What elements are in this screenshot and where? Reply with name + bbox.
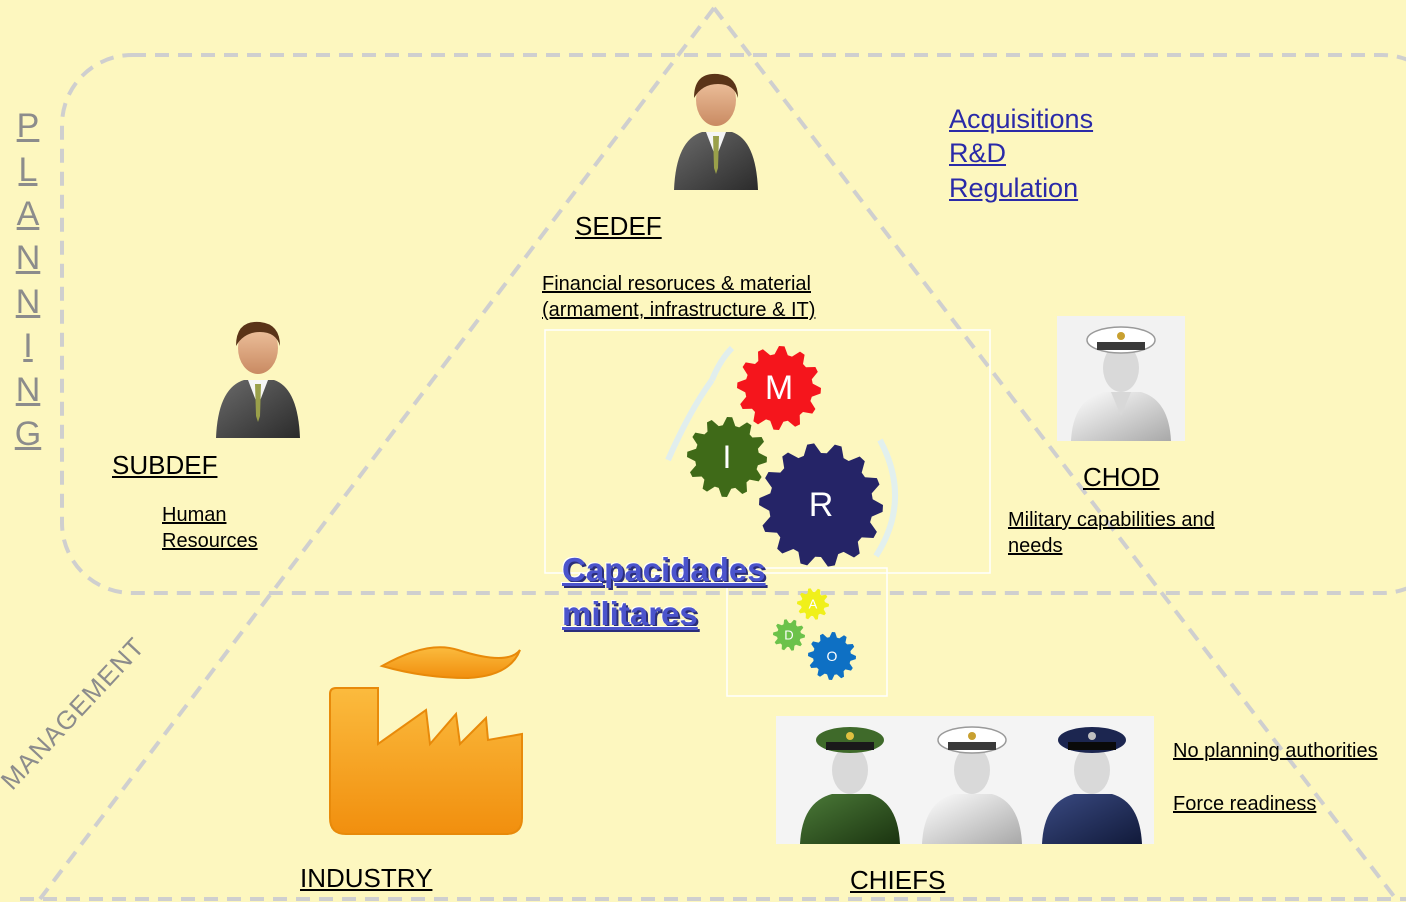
- chod-desc-line1[interactable]: Military capabilities and: [1008, 509, 1215, 531]
- function-acquisitions[interactable]: Acquisitions: [949, 104, 1094, 134]
- sedef-desc-line2[interactable]: (armament, infrastructure & IT): [542, 299, 816, 321]
- gear-a-label: A: [809, 597, 818, 612]
- gear-m: M: [737, 346, 821, 430]
- capabilities-line1: Capacidades: [562, 551, 766, 588]
- gear-panel-large: [544, 329, 991, 574]
- planning-vertical-label: P L A N N I N G: [12, 104, 44, 456]
- gear-cluster: MI R A D O: [687, 346, 883, 680]
- gear-d-label: D: [784, 628, 793, 643]
- cycle-arrows: [665, 345, 898, 558]
- subdef-title[interactable]: SUBDEF: [112, 450, 218, 480]
- gear-panel-small: [726, 567, 888, 697]
- triangle-left-side: [38, 6, 716, 901]
- chiefs-note-planning[interactable]: No planning authorities: [1173, 740, 1378, 762]
- planning-letter: P: [16, 107, 40, 145]
- air-chief-icon: [922, 726, 1022, 844]
- function-rnd[interactable]: R&D: [949, 138, 1007, 168]
- chiefs-group-icon: [776, 716, 1154, 844]
- chod-officer-icon: [1057, 316, 1185, 441]
- function-regulation[interactable]: Regulation: [949, 173, 1079, 203]
- gear-o-shape: [808, 632, 856, 680]
- gear-d-shape: [773, 619, 805, 651]
- gear-m-shape: [737, 346, 821, 430]
- army-chief-icon: [800, 727, 900, 844]
- planning-letter: A: [16, 195, 40, 233]
- sedef-title[interactable]: SEDEF: [575, 211, 662, 241]
- gear-i-label: I: [723, 439, 732, 475]
- planning-boundary: [60, 53, 1406, 595]
- chod-title[interactable]: CHOD: [1083, 462, 1160, 492]
- gear-o-label: O: [827, 648, 838, 664]
- planning-letter: G: [14, 415, 42, 453]
- chod-desc-line2[interactable]: needs: [1008, 535, 1063, 557]
- gear-d: D: [773, 619, 805, 651]
- planning-letter: N: [15, 371, 41, 409]
- gear-o: O: [808, 632, 856, 680]
- triangle-right-side: [712, 6, 1398, 901]
- planning-letter: I: [23, 327, 33, 365]
- gear-r-label: R: [809, 486, 834, 524]
- gear-i-shape: [687, 417, 767, 497]
- navy-chief-icon: [1042, 727, 1142, 844]
- military-capabilities-title[interactable]: Capacidades militares: [562, 548, 766, 636]
- sedef-desc-line1[interactable]: Financial resoruces & material: [542, 273, 811, 295]
- sedef-person-icon: [674, 73, 758, 190]
- gear-m-label: M: [765, 369, 793, 407]
- planning-letter: L: [18, 151, 38, 189]
- subdef-person-icon: [216, 321, 300, 438]
- subdef-desc-line1[interactable]: Human: [162, 504, 227, 526]
- chiefs-title[interactable]: CHIEFS: [850, 865, 946, 895]
- planning-letter: N: [15, 283, 41, 321]
- factory-icon: [329, 646, 523, 835]
- chiefs-note-readiness[interactable]: Force readiness: [1173, 793, 1317, 815]
- subdef-desc-line2[interactable]: Resources: [162, 530, 258, 552]
- gear-i: I: [687, 417, 767, 497]
- gear-r-shape: [759, 443, 883, 567]
- capabilities-line2: militares: [562, 595, 698, 632]
- industry-title[interactable]: INDUSTRY: [300, 863, 433, 893]
- gear-a-shape: [797, 588, 829, 620]
- gear-r: R: [759, 443, 883, 567]
- gear-a: A: [797, 588, 829, 620]
- planning-letter: N: [15, 239, 41, 277]
